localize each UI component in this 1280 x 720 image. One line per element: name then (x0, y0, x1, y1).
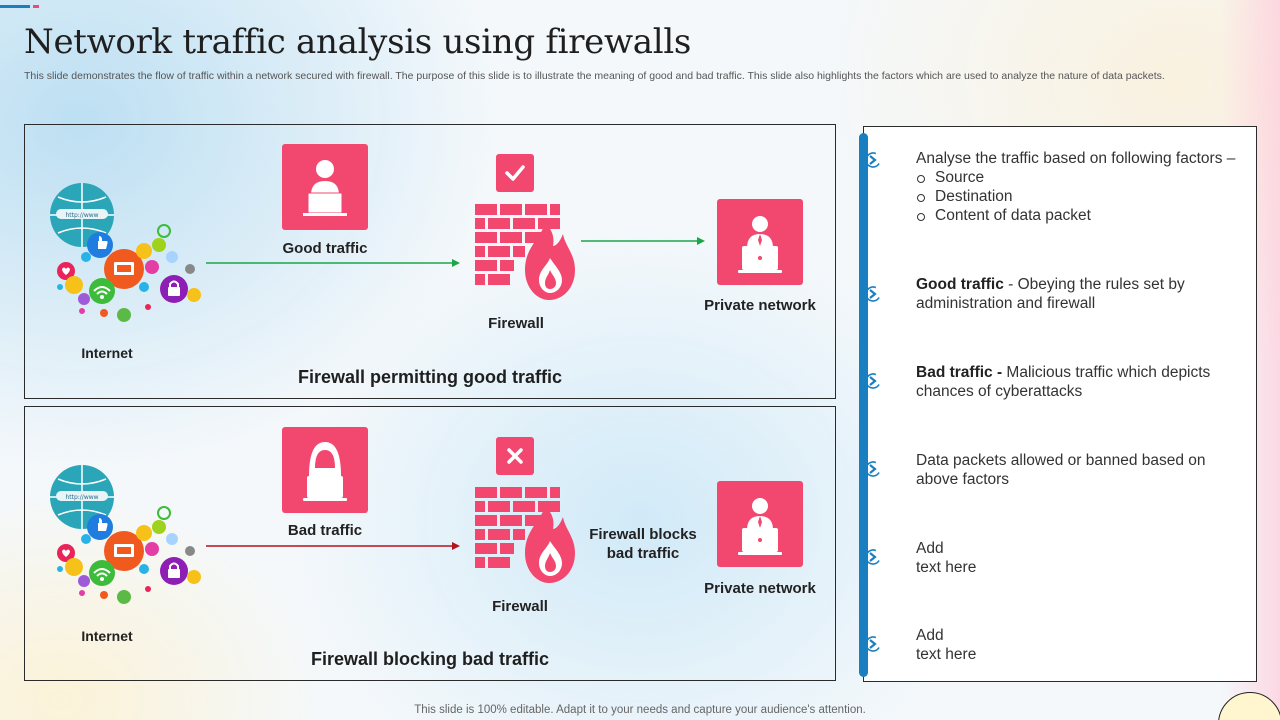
factors-item: Analyse the traffic based on following f… (916, 149, 1251, 225)
factor-source: Source (916, 168, 1251, 187)
placeholder-line: text here (916, 559, 977, 576)
chevron-right-icon (864, 460, 882, 478)
firewall-icon (475, 204, 575, 300)
factors-panel: Analyse the traffic based on following f… (859, 126, 1257, 682)
page-subtitle: This slide demonstrates the flow of traf… (24, 70, 1165, 82)
internet-icon (49, 183, 202, 323)
firewall-label: Firewall (492, 598, 548, 615)
person-laptop-icon (302, 159, 348, 217)
good-traffic-definition: Good traffic - Obeying the rules set by … (916, 275, 1251, 313)
chevron-right-icon (864, 635, 882, 653)
private-network-tile (717, 481, 803, 567)
chevron-right-icon (864, 548, 882, 566)
footer-note: This slide is 100% editable. Adapt it to… (414, 704, 866, 716)
private-network-icon (738, 498, 782, 555)
corner-accent-pink (33, 5, 39, 8)
chevron-right-icon (864, 151, 882, 169)
private-network-icon (738, 216, 782, 273)
placeholder-line: Add (916, 540, 944, 557)
firewall-icon (475, 487, 575, 583)
check-icon (505, 165, 525, 181)
internet-label: Internet (81, 345, 133, 361)
good-traffic-arrow (206, 259, 460, 267)
placeholder-item: Add text here (916, 539, 1251, 577)
timeline-bar (859, 133, 868, 677)
hooded-hacker-icon (303, 442, 347, 501)
private-network-tile (717, 199, 803, 285)
internet-label: Internet (81, 628, 133, 644)
definition-text: Malicious traffic which depicts chances … (916, 364, 1211, 400)
firewall-label: Firewall (488, 315, 544, 332)
definition-term: Bad traffic - (916, 364, 1003, 381)
good-traffic-label: Good traffic (282, 240, 368, 257)
private-network-label: Private network (704, 297, 816, 314)
firewall-allow-badge (496, 154, 534, 192)
placeholder-line: Add (916, 627, 944, 644)
good-traffic-panel: Internet Good traffic Firewall Private n… (24, 124, 836, 399)
page-title: Network traffic analysis using firewalls (24, 22, 692, 62)
chevron-right-icon (864, 285, 882, 303)
placeholder-item: Add text here (916, 626, 1251, 664)
bad-traffic-arrow (206, 542, 460, 550)
permitted-arrow (581, 237, 705, 245)
panel-caption: Firewall blocking bad traffic (310, 649, 550, 669)
definition-text: - Obeying the rules set by administratio… (916, 276, 1185, 312)
bad-traffic-definition: Bad traffic - Malicious traffic which de… (916, 363, 1251, 401)
factors-intro: Analyse the traffic based on following f… (916, 150, 1236, 167)
placeholder-line: text here (916, 646, 977, 663)
bad-traffic-tile (282, 427, 368, 513)
bad-traffic-label: Bad traffic (287, 522, 363, 539)
panel-caption: Firewall permitting good traffic (297, 367, 563, 387)
firewall-blocks-note: Firewall blocks bad traffic (589, 526, 697, 562)
internet-icon (49, 465, 202, 605)
cross-icon (507, 448, 523, 464)
factor-destination: Destination (916, 187, 1251, 206)
packets-note: Data packets allowed or banned based on … (916, 452, 1206, 488)
factors-list: Source Destination Content of data packe… (916, 168, 1251, 225)
good-traffic-tile (282, 144, 368, 230)
firewall-block-badge (496, 437, 534, 475)
bad-traffic-panel: Internet Bad traffic Firewall Firewall b… (24, 406, 836, 681)
factor-content: Content of data packet (916, 206, 1251, 225)
corner-accent-blue (0, 5, 30, 8)
definition-term: Good traffic (916, 276, 1004, 293)
chevron-right-icon (864, 372, 882, 390)
private-network-label: Private network (704, 580, 816, 597)
